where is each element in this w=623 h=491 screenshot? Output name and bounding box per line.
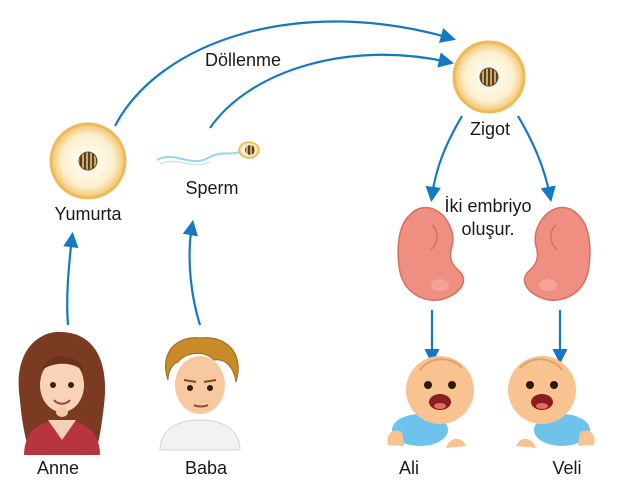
embryo-right — [524, 207, 589, 300]
zygote-cell — [454, 42, 524, 112]
label-sperm: Sperm — [185, 178, 238, 199]
sperm-nucleus — [245, 145, 255, 155]
label-zygote: Zigot — [470, 119, 510, 140]
label-note-line1: İki embriyo — [444, 196, 531, 217]
baba-figure — [145, 338, 255, 450]
label-veli: Veli — [552, 458, 581, 479]
arrow-anne-to-egg — [67, 238, 72, 325]
label-process: Döllenme — [205, 50, 281, 71]
label-note-line2: oluşur. — [461, 219, 514, 240]
embryo-left — [398, 207, 463, 300]
arrow-zygote-to-embryo-right — [518, 116, 550, 196]
label-ali: Ali — [399, 458, 419, 479]
zygote-nucleus — [480, 68, 498, 86]
label-baba: Baba — [185, 458, 227, 479]
arrow-zygote-to-embryo-left — [432, 116, 462, 196]
label-anne: Anne — [37, 458, 79, 479]
anne-figure — [5, 332, 115, 455]
egg-nucleus — [79, 152, 97, 170]
arrow-baba-to-sperm — [190, 226, 200, 325]
baby-ali — [387, 356, 474, 448]
sperm-cell — [157, 142, 259, 165]
label-egg: Yumurta — [54, 204, 121, 225]
baby-veli — [508, 356, 595, 448]
egg-cell — [51, 124, 125, 198]
